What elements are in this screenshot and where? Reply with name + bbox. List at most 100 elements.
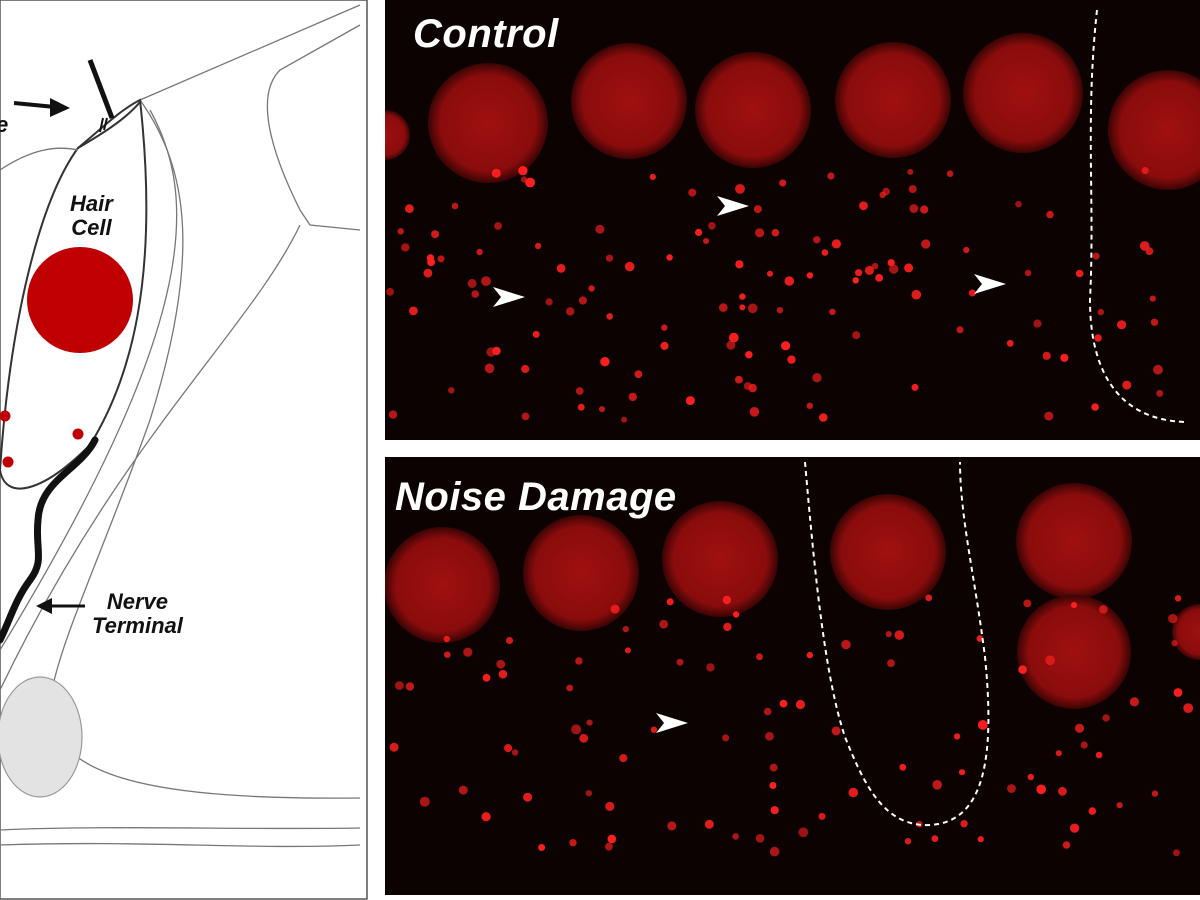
synaptic-punctum (920, 205, 929, 214)
synaptic-punctum (1070, 602, 1078, 609)
synaptic-punctum (566, 307, 575, 316)
nerve-terminal (0, 436, 99, 644)
synaptic-punctum (770, 806, 779, 815)
synaptic-punctum (921, 239, 931, 249)
arrowhead-marker (656, 713, 688, 733)
synaptic-punctum (829, 308, 836, 315)
synaptic-punctum (388, 410, 398, 419)
synaptic-punctum (1007, 784, 1016, 793)
synaptic-punctum (887, 659, 895, 668)
synaptic-punctum (946, 170, 954, 177)
synaptic-punctum (755, 228, 765, 238)
synaptic-punctum (659, 619, 669, 629)
synaptic-punctum (409, 306, 418, 316)
synaptic-punctum (667, 821, 677, 831)
synaptic-punctum (812, 373, 822, 383)
synaptic-punctum (1024, 269, 1032, 277)
synaptic-punctum (451, 202, 459, 210)
synaptic-punctum (518, 166, 528, 176)
noise-damage-label: Noise Damage (395, 475, 677, 519)
synaptic-punctum (704, 819, 714, 829)
synaptic-punctum (875, 274, 883, 282)
synaptic-punctum (588, 285, 595, 292)
synaptic-punctum (1036, 784, 1046, 795)
synaptic-punctum (735, 184, 745, 194)
synaptic-punctum (781, 341, 791, 351)
synaptic-punctum (1062, 841, 1071, 849)
hair-cell-nucleus (835, 42, 951, 158)
nerve-terminal-label-line2: Terminal (92, 613, 183, 638)
synaptic-punctum (806, 272, 814, 279)
synaptic-punctum (821, 249, 829, 256)
synaptic-punctum (661, 324, 668, 331)
synaptic-punctum (1183, 703, 1194, 713)
supporting-cell-nucleus (0, 676, 83, 798)
synaptic-punctum (769, 763, 778, 772)
synaptic-punctum (819, 413, 828, 422)
synaptic-punctum (419, 796, 430, 807)
synaptic-punctum (960, 820, 968, 828)
synaptic-punctum (585, 790, 592, 797)
synaptic-punctum (448, 387, 455, 394)
synaptic-punctum (1168, 613, 1178, 624)
synaptic-punctum (784, 276, 795, 286)
synaptic-punctum (1006, 339, 1014, 347)
hair-cell-nucleus (1016, 483, 1132, 599)
synaptic-punctum (458, 785, 468, 795)
synaptic-punctum (579, 733, 589, 743)
synaptic-punctum (749, 407, 760, 417)
synaptic-punctum (405, 682, 415, 691)
synaptic-punctum (505, 636, 514, 645)
synaptic-punctum (397, 228, 404, 235)
synaptic-punctum (739, 293, 746, 300)
synaptic-punctum (491, 168, 501, 178)
synaptic-punctum (498, 669, 508, 679)
synaptic-punctum (1060, 353, 1069, 362)
synaptic-punctum (511, 749, 519, 756)
synaptic-punctum (1102, 714, 1110, 722)
arrowhead-marker (717, 196, 749, 216)
synaptic-punctum (885, 631, 892, 638)
synaptic-punctum (852, 277, 859, 284)
synaptic-punctum (1088, 807, 1097, 815)
synaptic-punctum (1055, 750, 1062, 757)
hair-cell-label: Hair Cell (70, 192, 113, 240)
synaptic-punctum (578, 296, 587, 305)
hair-cell-nucleus (662, 501, 778, 617)
synaptic-punctum (535, 242, 542, 250)
synaptic-punctum (1080, 741, 1088, 749)
hair-cell-nucleus (428, 63, 548, 183)
synaptic-punctum (747, 303, 758, 314)
hair-cell-nucleus (385, 110, 410, 160)
noise-damage-micrograph: Noise Damage (385, 457, 1200, 895)
synaptic-punctum (463, 647, 473, 657)
synaptic-punctum (1018, 665, 1027, 674)
synaptic-punctum (907, 168, 914, 175)
synaptic-punctum (818, 812, 826, 820)
synaptic-punctum (666, 598, 674, 606)
nerve-terminal-label: Nerve Terminal (92, 590, 183, 638)
synaptic-punctum (1139, 241, 1150, 251)
synaptic-punctum (735, 375, 743, 384)
synaptic-punctum (963, 246, 970, 254)
synaptic-punctum (1141, 166, 1149, 175)
hair-cell-nucleus (385, 527, 500, 643)
synaptic-punctum (976, 635, 984, 642)
synaptic-punctum (776, 307, 784, 314)
synaptic-punctum (813, 236, 821, 244)
synaptic-punctum (723, 622, 732, 632)
synaptic-punctum (827, 172, 835, 180)
synaptic-punctum (932, 780, 942, 790)
synaptic-punctum (605, 801, 615, 811)
synaptic-punctum (401, 243, 410, 252)
synaptic-punctum (566, 684, 574, 692)
synaptic-punctum (599, 406, 605, 413)
synaptic-punctum (1033, 319, 1042, 328)
synaptic-punctum (1023, 599, 1032, 608)
control-label: Control (413, 12, 559, 56)
synaptic-punctum (956, 326, 964, 334)
synaptic-punctum (484, 363, 495, 374)
synaptic-punctum (476, 248, 483, 256)
synaptic-punctum (1153, 364, 1163, 375)
synaptic-punctum (708, 222, 716, 230)
